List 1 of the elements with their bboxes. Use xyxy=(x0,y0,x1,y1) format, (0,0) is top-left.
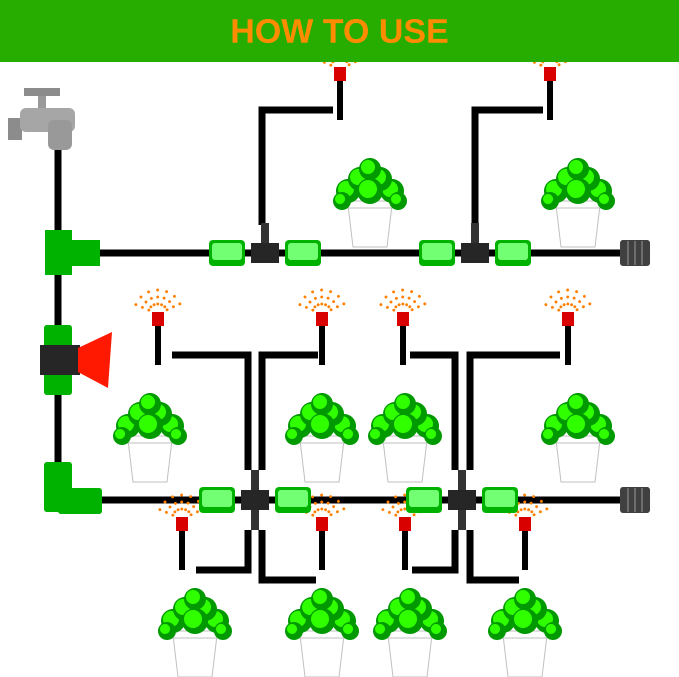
title-banner: HOW TO USE xyxy=(0,0,679,62)
